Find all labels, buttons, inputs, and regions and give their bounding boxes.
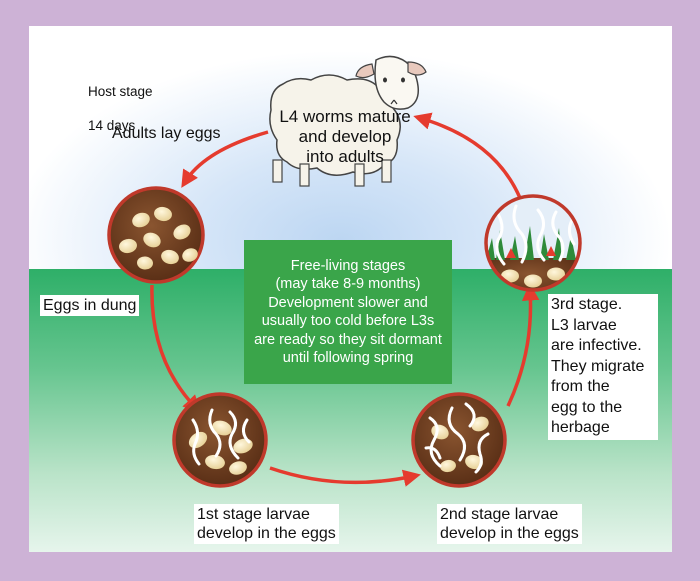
host-stage-title: Host stage bbox=[88, 84, 153, 99]
arrow-sheep-to-eggs bbox=[181, 130, 269, 188]
cycle-arrows bbox=[150, 112, 540, 487]
arrow-stage2-to-stage3 bbox=[506, 283, 540, 407]
host-stage-duration: 14 days bbox=[88, 118, 136, 133]
arrow-eggs-to-stage1 bbox=[150, 284, 201, 414]
sheep-illustration bbox=[269, 55, 427, 187]
arrow-stage1-to-stage2 bbox=[269, 466, 421, 487]
adults-lay-eggs-label: Adults lay eggs bbox=[112, 125, 221, 142]
stage2-label: 2nd stage larvae develop in the eggs bbox=[437, 504, 582, 544]
stage1-larvae-circle bbox=[172, 392, 268, 488]
stage2-larvae-circle bbox=[411, 392, 507, 488]
stage1-label: 1st stage larvae develop in the eggs bbox=[194, 504, 339, 544]
stage3-larvae-circle bbox=[484, 194, 582, 292]
l4-worms-label: L4 worms mature and develop into adults bbox=[279, 107, 411, 166]
eggs-in-dung-circle bbox=[107, 186, 205, 284]
host-stage-label: Host stage 14 days bbox=[88, 66, 153, 151]
eggs-in-dung-label: Eggs in dung bbox=[40, 295, 140, 316]
free-living-stages-text: Free-living stages (may take 8-9 months)… bbox=[254, 257, 442, 367]
free-living-stages-box: Free-living stages (may take 8-9 months)… bbox=[244, 240, 452, 384]
stage3-label: 3rd stage. L3 larvae are infective. They… bbox=[548, 294, 658, 440]
arrow-stage3-to-sheep bbox=[413, 112, 522, 199]
